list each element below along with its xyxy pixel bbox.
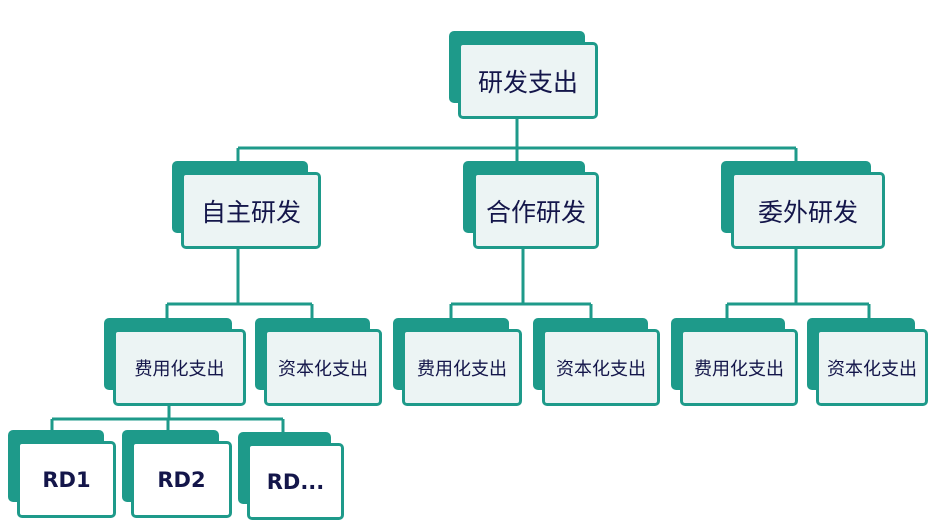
expense-node: 费用化支出	[671, 318, 798, 408]
root-label: 研发支出	[477, 67, 578, 97]
category-node-cooperative: 合作研发	[463, 161, 599, 251]
expense-node: 费用化支出	[104, 318, 246, 408]
leaf-label: RD...	[266, 469, 325, 494]
leaf-label: RD2	[157, 467, 206, 492]
category-label: 委外研发	[757, 197, 858, 227]
root-node: 研发支出	[449, 31, 599, 121]
connector-lines	[50, 118, 871, 432]
capitalized-node: 资本化支出	[807, 318, 928, 408]
leaf-node-rd2: RD2	[122, 430, 232, 520]
category-label: 合作研发	[485, 197, 586, 227]
capitalized-node: 资本化支出	[533, 318, 660, 408]
category-label: 自主研发	[200, 197, 301, 227]
leaf-label: RD1	[42, 467, 91, 492]
expense-label: 费用化支出	[417, 358, 507, 380]
category-node-outsourced: 委外研发	[721, 161, 885, 251]
capitalized-label: 资本化支出	[278, 358, 368, 380]
expense-node: 费用化支出	[393, 318, 522, 408]
capitalized-node: 资本化支出	[255, 318, 382, 408]
expense-label: 费用化支出	[694, 358, 784, 380]
expense-label: 费用化支出	[134, 358, 225, 380]
leaf-node-rd1: RD1	[8, 430, 116, 520]
category-node-self-developed: 自主研发	[172, 161, 322, 251]
capitalized-label: 资本化支出	[827, 358, 917, 380]
leaf-node-rd-more: RD...	[238, 432, 344, 522]
capitalized-label: 资本化支出	[556, 358, 646, 380]
